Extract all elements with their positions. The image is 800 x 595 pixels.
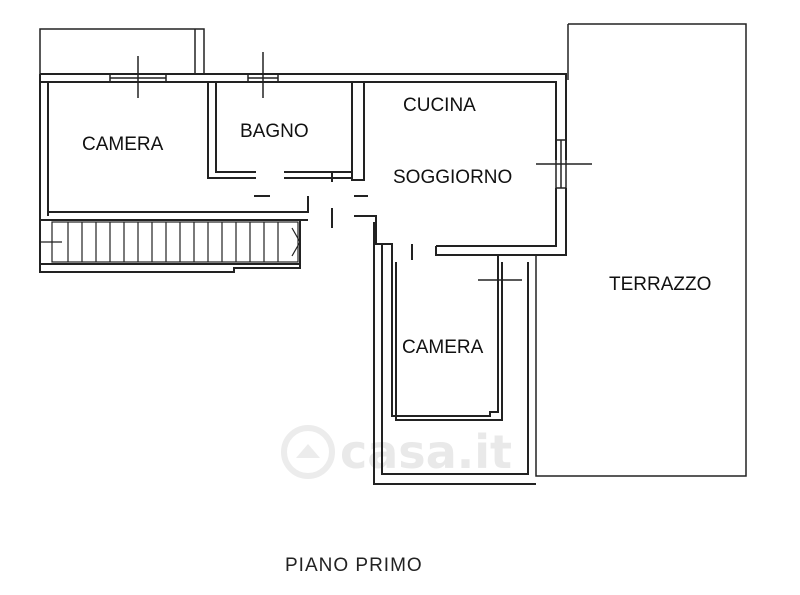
watermark: casa.it bbox=[281, 425, 512, 479]
windows bbox=[109, 52, 592, 300]
room-label-bagno: BAGNO bbox=[240, 121, 309, 142]
room-label-camera-1: CAMERA bbox=[82, 134, 164, 155]
room-label-terrazzo: TERRAZZO bbox=[609, 274, 711, 295]
window-soggiorno-right bbox=[536, 139, 592, 189]
floor-caption: PIANO PRIMO bbox=[285, 555, 423, 576]
window-camera-2-top bbox=[478, 262, 522, 300]
window-camera-top bbox=[109, 56, 167, 98]
walls bbox=[39, 73, 567, 485]
watermark-text: casa.it bbox=[340, 425, 512, 479]
window-bagno-top bbox=[247, 52, 279, 98]
balcony bbox=[39, 28, 205, 74]
terrace-outline bbox=[535, 23, 747, 477]
room-label-camera-2: CAMERA bbox=[402, 337, 484, 358]
staircase bbox=[40, 221, 301, 263]
room-label-cucina: CUCINA bbox=[403, 95, 476, 116]
room-label-soggiorno: SOGGIORNO bbox=[393, 167, 512, 188]
